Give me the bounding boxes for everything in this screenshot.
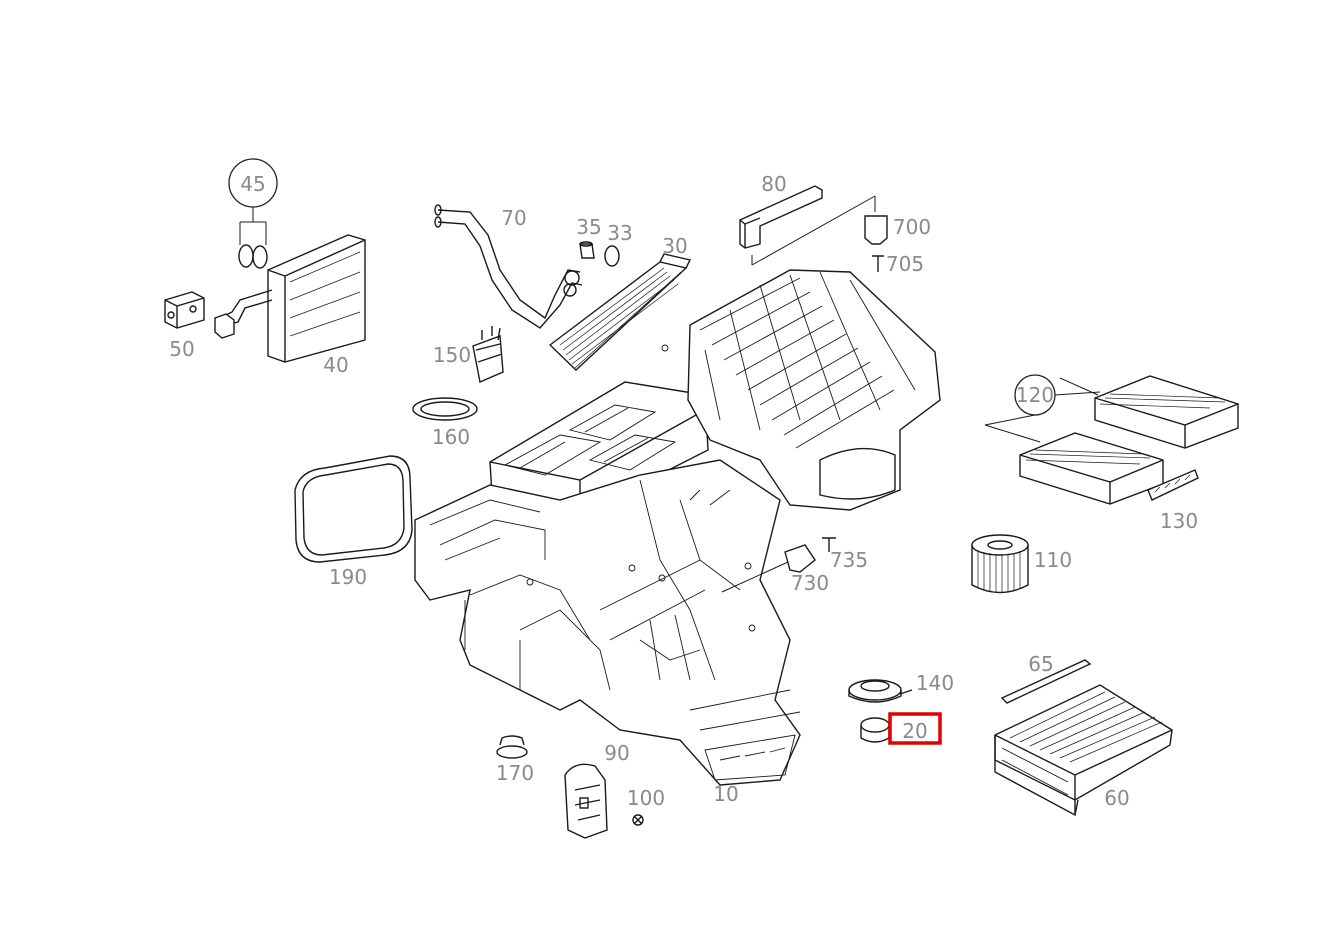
part-45-orings <box>228 158 278 269</box>
part-140-motor-cover <box>848 679 913 703</box>
part-label-700[interactable]: 700 <box>893 215 931 239</box>
part-label-140[interactable]: 140 <box>916 671 954 695</box>
part-90-actuator <box>564 763 608 839</box>
part-label-60[interactable]: 60 <box>1104 786 1129 810</box>
part-label-190[interactable]: 190 <box>329 565 367 589</box>
part-label-170[interactable]: 170 <box>496 761 534 785</box>
part-label-730[interactable]: 730 <box>791 571 829 595</box>
part-label-90[interactable]: 90 <box>604 741 629 765</box>
part-130-filter-strip <box>1147 469 1199 501</box>
part-120-cabin-filters <box>984 374 1239 505</box>
part-labels: 45 50 40 70 35 33 30 80 700 705 150 160 … <box>169 172 1198 810</box>
part-170-grommet <box>496 735 528 759</box>
part-730-735-bracket <box>721 537 836 593</box>
highlight-box-part-20 <box>888 712 942 745</box>
part-label-160[interactable]: 160 <box>432 425 470 449</box>
part-label-35[interactable]: 35 <box>576 215 601 239</box>
part-label-65[interactable]: 65 <box>1028 652 1053 676</box>
part-60-control-unit <box>994 684 1173 817</box>
part-label-705[interactable]: 705 <box>886 252 924 276</box>
part-label-735[interactable]: 735 <box>830 548 868 572</box>
part-70-pipes <box>434 204 583 329</box>
part-10-hvac-housing <box>414 269 941 786</box>
part-40-evaporator <box>214 234 366 363</box>
part-50-expansion-valve <box>164 291 205 329</box>
part-label-30[interactable]: 30 <box>662 234 687 258</box>
part-label-130[interactable]: 130 <box>1160 509 1198 533</box>
part-label-80[interactable]: 80 <box>761 172 786 196</box>
part-label-45[interactable]: 45 <box>240 172 265 196</box>
part-160-gasket <box>412 397 478 421</box>
part-65-strip <box>1000 659 1092 704</box>
part-label-10[interactable]: 10 <box>713 782 738 806</box>
part-label-33[interactable]: 33 <box>607 221 632 245</box>
part-35-33-fittings <box>579 241 620 267</box>
part-label-50[interactable]: 50 <box>169 337 194 361</box>
part-label-150[interactable]: 150 <box>433 343 471 367</box>
part-110-blower-wheel <box>971 534 1029 594</box>
part-80-lever <box>739 185 876 266</box>
part-label-40[interactable]: 40 <box>323 353 348 377</box>
part-20-blower-motor <box>860 717 890 743</box>
part-190-seal <box>294 455 413 563</box>
part-label-100[interactable]: 100 <box>627 786 665 810</box>
part-label-120[interactable]: 120 <box>1016 383 1054 407</box>
part-label-110[interactable]: 110 <box>1034 548 1072 572</box>
part-label-20[interactable]: 20 <box>902 719 927 743</box>
part-label-70[interactable]: 70 <box>501 206 526 230</box>
part-150-clip <box>472 326 504 383</box>
part-700-705-clip-screw <box>864 215 888 272</box>
part-100-screw <box>632 814 644 826</box>
part-30-heater-core <box>548 253 692 371</box>
